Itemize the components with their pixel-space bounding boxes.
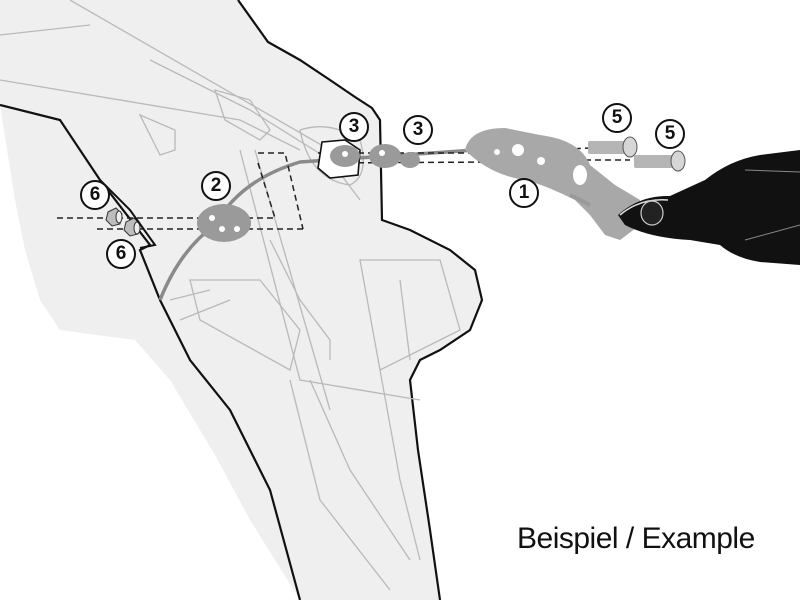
callout-5: 5: [602, 103, 632, 133]
callout-3: 3: [403, 115, 433, 145]
spacers: [330, 144, 420, 168]
callout-3: 3: [339, 112, 369, 142]
nuts: [105, 207, 141, 237]
plate: [197, 204, 251, 242]
bracket: [465, 128, 640, 240]
fender: [0, 0, 484, 600]
bolts: [588, 136, 686, 172]
callout-5: 5: [655, 119, 685, 149]
callout-2: 2: [201, 171, 231, 201]
callout-1: 1: [509, 178, 539, 208]
fender-tab: [99, 179, 157, 249]
callout-6: 6: [80, 180, 110, 210]
example-caption: Beispiel / Example: [517, 522, 755, 555]
turn-signal-indicator: [618, 150, 800, 265]
callout-6: 6: [106, 239, 136, 269]
